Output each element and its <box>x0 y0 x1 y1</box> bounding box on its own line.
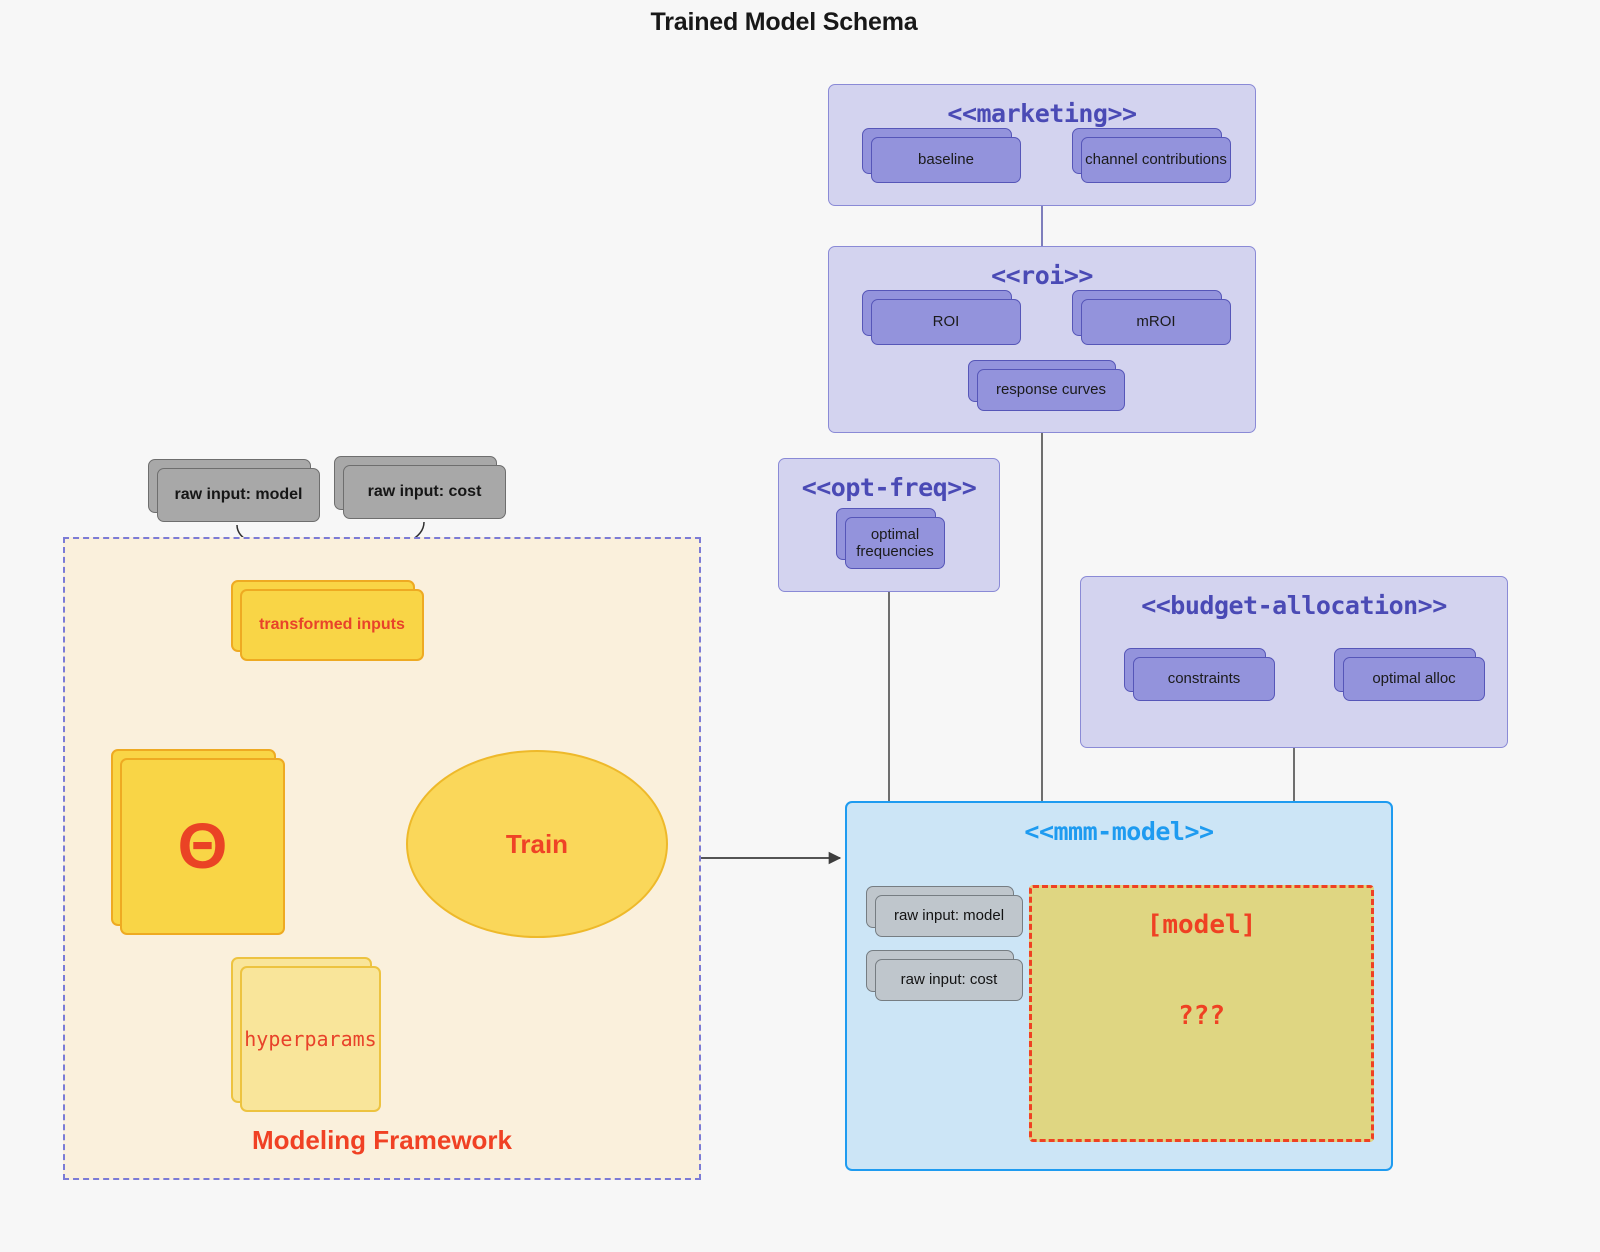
node-optimal-frequencies[interactable]: optimal frequencies <box>836 508 945 569</box>
node-theta[interactable]: Θ <box>111 749 285 935</box>
node-mmm-raw-input-cost-label: raw input: cost <box>875 959 1023 1001</box>
node-channel-contributions[interactable]: channel contributions <box>1072 128 1231 183</box>
node-hyperparams[interactable]: hyperparams <box>231 957 381 1112</box>
node-roi[interactable]: ROI <box>862 290 1021 345</box>
node-mmm-raw-input-cost[interactable]: raw input: cost <box>866 950 1023 1001</box>
node-raw-input-model[interactable]: raw input: model <box>148 459 320 522</box>
package-budget-allocation-title: <<budget-allocation>> <box>1141 591 1447 620</box>
node-constraints-label: constraints <box>1133 657 1275 701</box>
node-channel-contributions-label: channel contributions <box>1081 137 1231 183</box>
node-response-curves[interactable]: response curves <box>968 360 1125 411</box>
node-baseline[interactable]: baseline <box>862 128 1021 183</box>
node-raw-input-cost-label: raw input: cost <box>343 465 506 519</box>
node-optimal-frequencies-label: optimal frequencies <box>845 517 945 569</box>
package-budget-allocation[interactable]: <<budget-allocation>> constraints optima… <box>1080 576 1508 748</box>
package-mmm-model-title: <<mmm-model>> <box>1024 817 1214 846</box>
package-opt-freq[interactable]: <<opt-freq>> optimal frequencies <box>778 458 1000 592</box>
package-mmm-model[interactable]: <<mmm-model>> raw input: model raw input… <box>845 801 1393 1171</box>
node-theta-label: Θ <box>120 758 285 935</box>
modeling-framework-label: Modeling Framework <box>251 1125 513 1155</box>
node-roi-label: ROI <box>871 299 1021 345</box>
node-response-curves-label: response curves <box>977 369 1125 411</box>
node-baseline-label: baseline <box>871 137 1021 183</box>
node-raw-input-cost[interactable]: raw input: cost <box>334 456 506 519</box>
node-optimal-alloc-label: optimal alloc <box>1343 657 1485 701</box>
node-transformed-inputs-label: transformed inputs <box>240 589 424 661</box>
node-mroi-label: mROI <box>1081 299 1231 345</box>
model-unknown-label: ??? <box>1178 1001 1225 1031</box>
node-raw-input-model-label: raw input: model <box>157 468 320 522</box>
node-mroi[interactable]: mROI <box>1072 290 1231 345</box>
node-mmm-raw-input-model[interactable]: raw input: model <box>866 886 1023 937</box>
model-placeholder-box[interactable]: [model] ??? <box>1029 885 1374 1142</box>
node-train[interactable]: Train <box>406 750 668 938</box>
node-optimal-alloc[interactable]: optimal alloc <box>1334 648 1485 701</box>
package-roi-title: <<roi>> <box>991 261 1093 290</box>
node-transformed-inputs[interactable]: transformed inputs <box>231 580 424 661</box>
node-train-label: Train <box>505 828 569 859</box>
page-title: Trained Model Schema <box>650 8 918 36</box>
package-marketing-title: <<marketing>> <box>947 99 1137 128</box>
package-opt-freq-title: <<opt-freq>> <box>801 473 977 502</box>
model-placeholder-label: [model] <box>1146 910 1257 940</box>
node-constraints[interactable]: constraints <box>1124 648 1275 701</box>
node-mmm-raw-input-model-label: raw input: model <box>875 895 1023 937</box>
node-hyperparams-label: hyperparams <box>240 966 381 1112</box>
package-roi[interactable]: <<roi>> ROI mROI response curves <box>828 246 1256 433</box>
package-marketing[interactable]: <<marketing>> baseline channel contribut… <box>828 84 1256 206</box>
